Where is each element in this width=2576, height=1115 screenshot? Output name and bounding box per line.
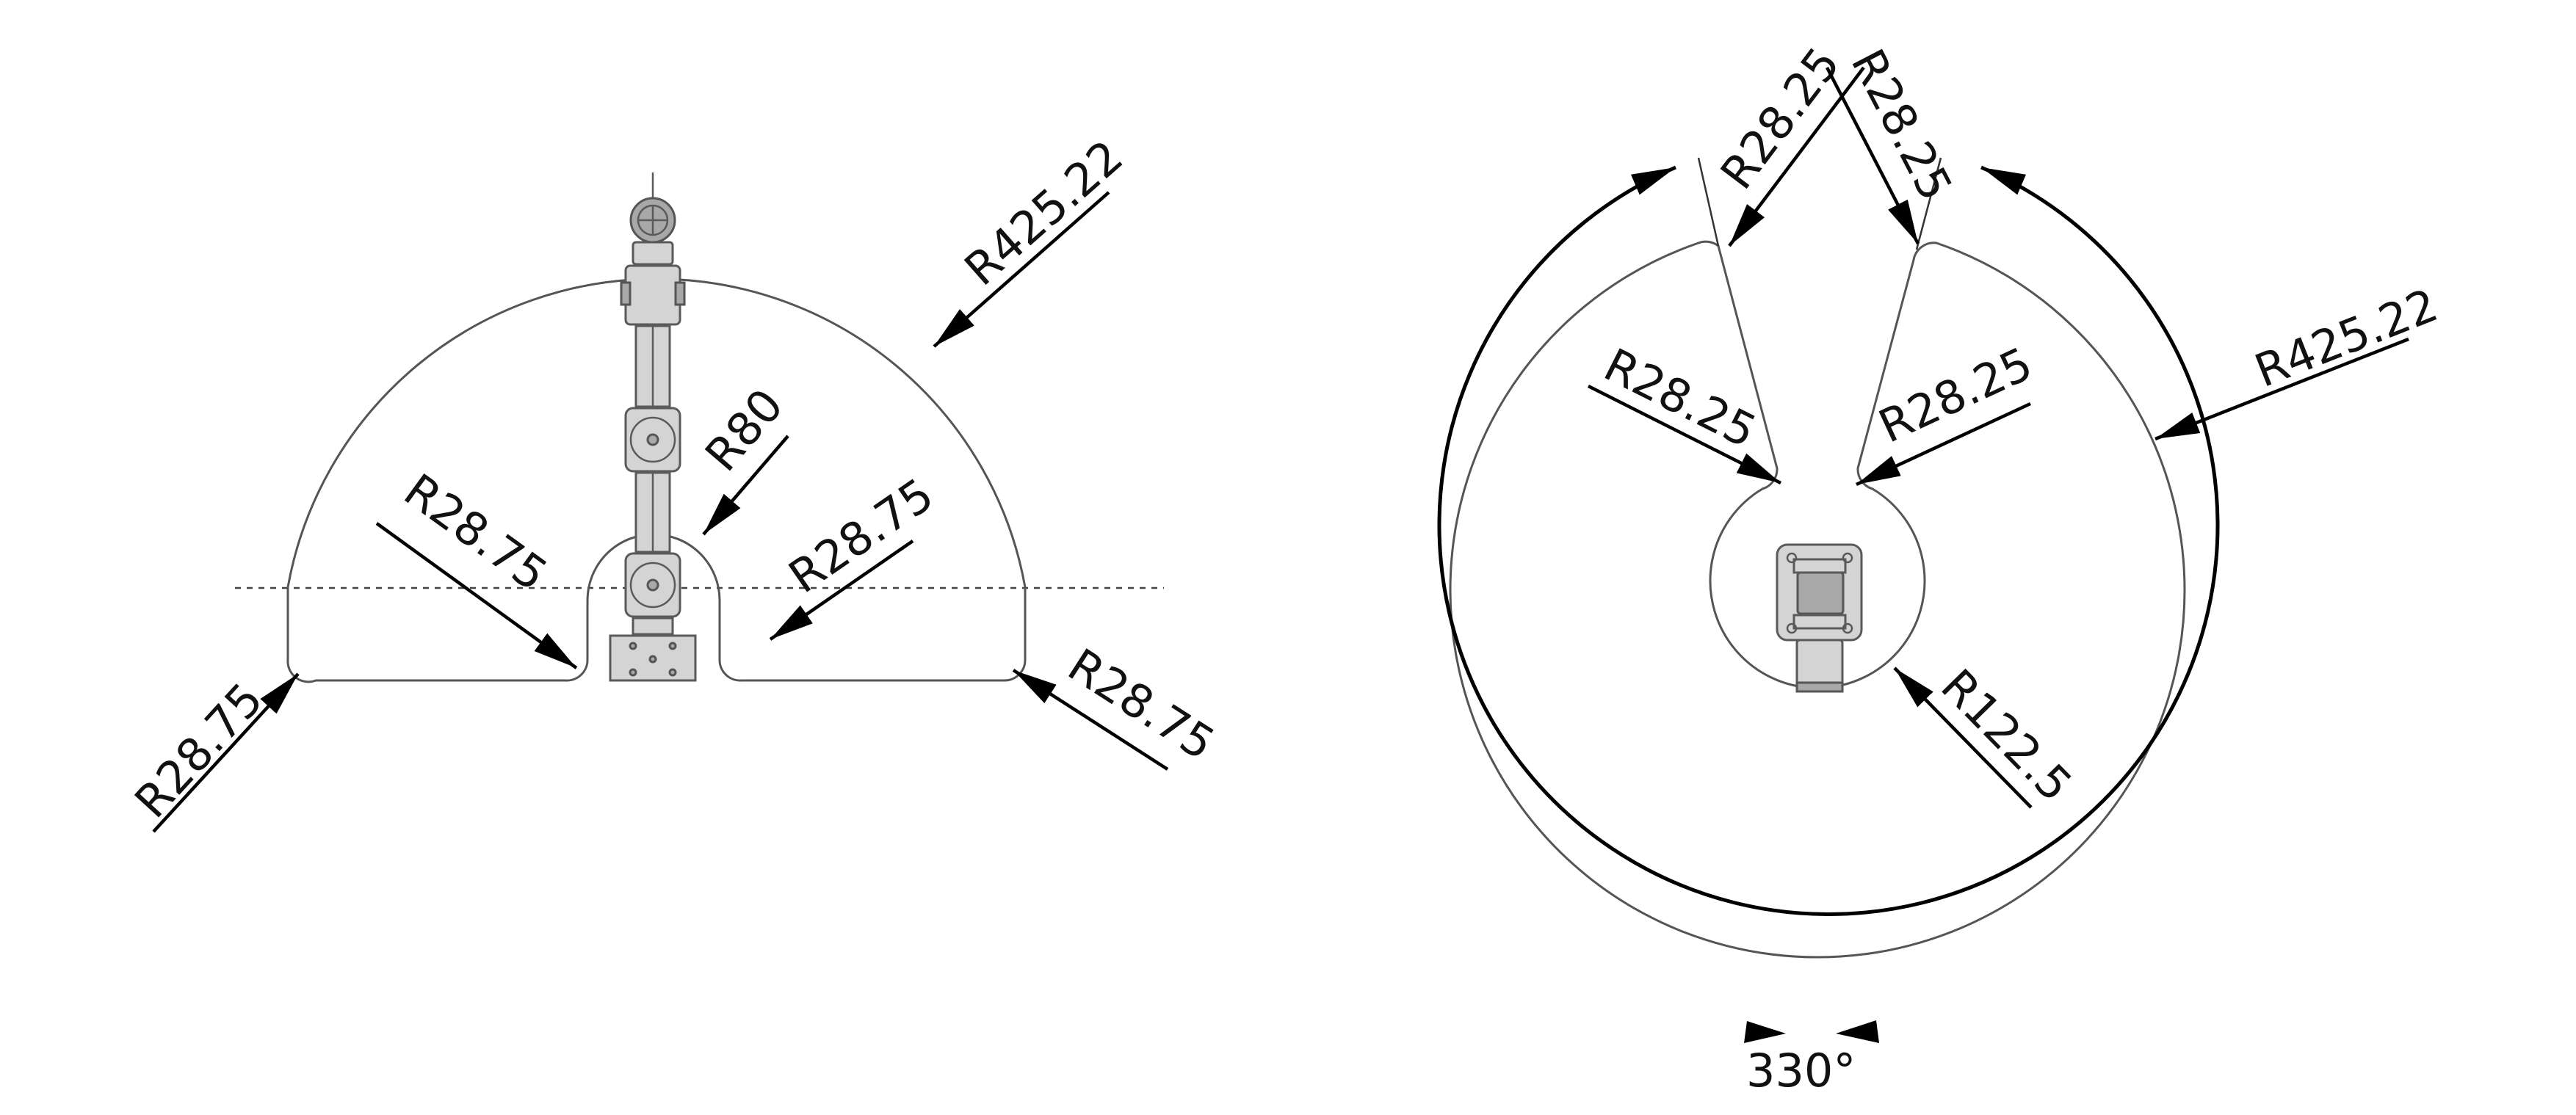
robot-arm-side xyxy=(609,172,697,682)
outer-fillet-right-leader xyxy=(1012,669,1169,771)
base-arch-leader xyxy=(702,435,789,536)
slot-neck-right-leader xyxy=(1856,402,2031,487)
inner-fillet-right-leader xyxy=(769,540,914,641)
rotation-arc xyxy=(1437,165,2220,916)
inner-fillet-left-label: R28.75 xyxy=(394,463,557,601)
slot-neck-left-label: R28.25 xyxy=(1596,338,1765,458)
side-workspace-envelope xyxy=(286,277,1027,683)
outer-radius-leader xyxy=(933,191,1110,348)
inner-fillet-right-label: R28.75 xyxy=(779,468,943,603)
inner-radius-label: R122.5 xyxy=(1931,658,2082,812)
top-outer-radius-leader xyxy=(2154,337,2409,441)
rotation-angle-label: 330° xyxy=(1746,1044,1856,1097)
robot-arm-top xyxy=(1776,543,1863,693)
slot-top-left-label: R28.25 xyxy=(1710,37,1850,199)
outer-fillet-left-leader xyxy=(152,672,300,833)
rotation-arc-bottom-right-tip xyxy=(1836,1020,1879,1043)
inner-radius-leader xyxy=(1893,667,2033,809)
outer-radius-label: R425.22 xyxy=(955,130,1133,297)
inner-fillet-left-leader xyxy=(375,522,578,669)
slot-top-right-leader xyxy=(1826,66,1920,245)
top-view: 330° R28.25 R28.25 R28.25 R28.25 R425.22… xyxy=(1437,37,2445,1097)
slot-top-right-label: R28.25 xyxy=(1841,40,1963,208)
top-outer-radius-label: R425.22 xyxy=(2248,278,2445,398)
base-arch-label: R80 xyxy=(695,379,794,482)
slot-neck-right-label: R28.25 xyxy=(1871,337,2041,454)
slot-neck-left-leader xyxy=(1587,384,1782,485)
side-view: R425.22 R80 R28.75 R28.75 R28.75 R28.75 xyxy=(124,130,1224,833)
rotation-arc-bottom-left-tip xyxy=(1744,1021,1786,1043)
outer-fillet-left-label: R28.75 xyxy=(124,672,273,828)
